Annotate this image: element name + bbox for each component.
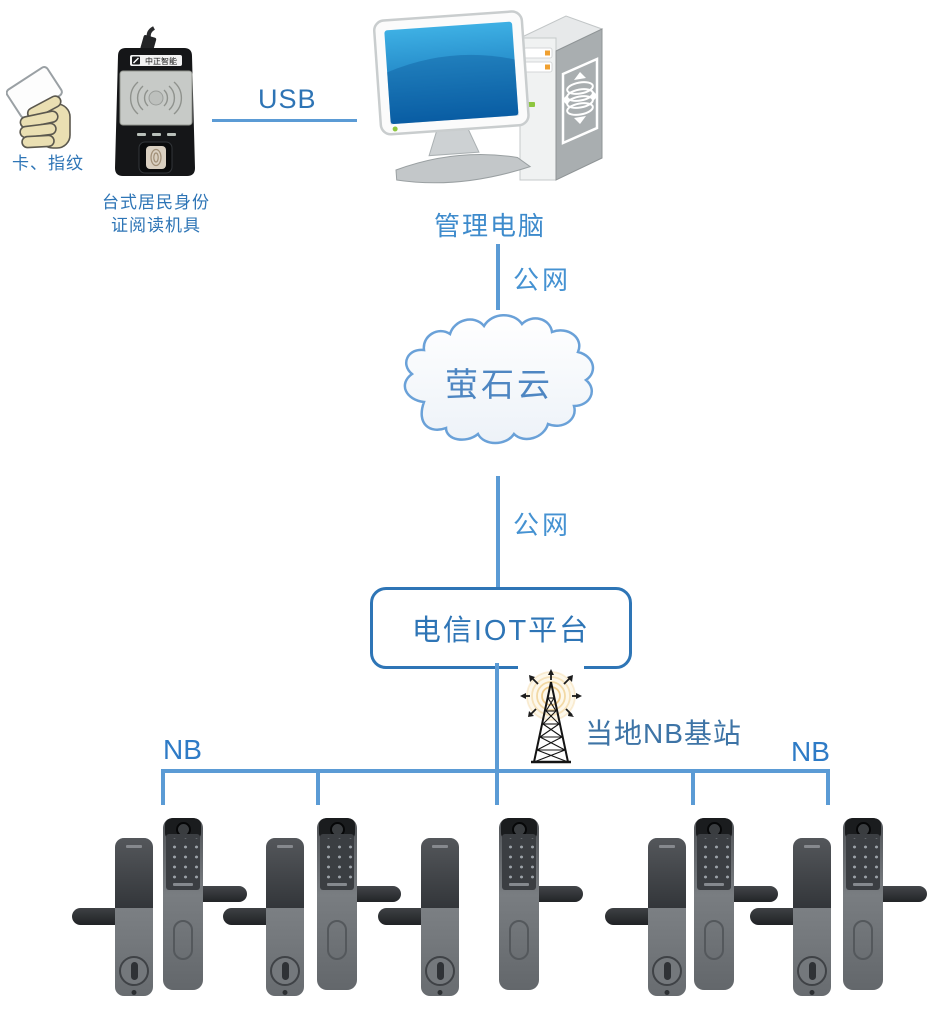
keypad-keys xyxy=(846,838,880,880)
lock-body xyxy=(421,838,459,996)
keypad-keys xyxy=(166,838,200,880)
lock-handle xyxy=(189,886,247,902)
nb-drop-line xyxy=(316,771,320,805)
lock-brand-mark xyxy=(804,845,820,848)
usb-cable-line xyxy=(212,119,357,122)
keypad-keys xyxy=(320,838,354,880)
card-fingerprint-label: 卡、指纹 xyxy=(12,154,84,173)
lock-top-panel xyxy=(648,838,686,908)
nb-drop-line xyxy=(826,771,830,805)
lock-body xyxy=(499,818,539,990)
lock-handle xyxy=(720,886,778,902)
smart-lock-handle-left xyxy=(378,838,459,1000)
keypad-keys xyxy=(697,838,731,880)
smart-lock-handle-left xyxy=(750,838,831,1000)
lock-body xyxy=(115,838,153,996)
lock-brand-mark xyxy=(432,845,448,848)
smart-lock-keypad xyxy=(317,812,401,990)
lock-top-panel xyxy=(793,838,831,908)
lock-handle xyxy=(343,886,401,902)
lock-thumbturn xyxy=(119,956,149,986)
lock-keyhole-dot xyxy=(664,990,670,995)
lock-thumbturn xyxy=(797,956,827,986)
lock-brand-mark xyxy=(853,883,873,886)
lock-top-panel xyxy=(421,838,459,908)
computer-label: 管理电脑 xyxy=(433,211,546,241)
lock-brand-mark xyxy=(173,883,193,886)
iot-platform-box: 电信IOT平台 xyxy=(370,587,632,669)
lock-brand-mark xyxy=(277,845,293,848)
lock-keyhole-dot xyxy=(437,990,443,995)
lock-thumbturn xyxy=(270,956,300,986)
lock-body xyxy=(266,838,304,996)
lock-brand-mark xyxy=(704,883,724,886)
management-computer-icon xyxy=(372,10,604,184)
lock-keyhole-dot xyxy=(131,990,137,995)
lock-body xyxy=(163,818,203,990)
lock-body xyxy=(793,838,831,996)
lock-top-panel xyxy=(115,838,153,908)
lock-keypad-panel xyxy=(166,834,200,890)
iot-platform-label: 电信IOT平台 xyxy=(411,615,591,647)
lock-keypad-panel xyxy=(846,834,880,890)
reader-brand-text: 中正智能 xyxy=(145,56,177,66)
lock-body xyxy=(317,818,357,990)
lock-handle xyxy=(869,886,927,902)
lock-thumbturn xyxy=(425,956,455,986)
nb-drop-line xyxy=(161,771,165,805)
lock-cover-oval xyxy=(704,920,724,960)
lock-body xyxy=(843,818,883,990)
lock-keypad-panel xyxy=(502,834,536,890)
lock-keypad-panel xyxy=(320,834,354,890)
smart-lock-handle-left xyxy=(72,838,153,1000)
cloud-icon xyxy=(403,314,595,445)
nb-drop-line xyxy=(495,771,499,805)
lock-cover-oval xyxy=(853,920,873,960)
smart-lock-keypad xyxy=(694,812,778,990)
usb-label: USB xyxy=(258,84,317,114)
public-net-label-top: 公网 xyxy=(513,265,572,295)
smart-lock-keypad xyxy=(499,812,583,990)
id-reader-label-line2: 证阅读机具 xyxy=(111,216,201,235)
lock-brand-mark xyxy=(659,845,675,848)
lock-cover-oval xyxy=(509,920,529,960)
lock-body xyxy=(648,838,686,996)
nb-label-right: NB xyxy=(791,736,830,767)
lock-cover-oval xyxy=(173,920,193,960)
base-station-label: 当地NB基站 xyxy=(585,718,742,749)
lock-top-panel xyxy=(266,838,304,908)
lock-keyhole-dot xyxy=(809,990,815,995)
smart-lock-keypad xyxy=(843,812,927,990)
nb-base-station-icon xyxy=(518,666,584,770)
public-net-label-bottom: 公网 xyxy=(513,510,572,540)
nb-drop-line xyxy=(691,771,695,805)
lock-body xyxy=(694,818,734,990)
lock-thumbturn xyxy=(652,956,682,986)
id-card-reader-icon: 中正智能 xyxy=(115,26,195,176)
lock-brand-mark xyxy=(509,883,529,886)
lock-handle xyxy=(525,886,583,902)
cloud-label: 萤石云 xyxy=(445,366,553,403)
keypad-keys xyxy=(502,838,536,880)
id-reader-label: 台式居民身份 证阅读机具 xyxy=(92,191,220,237)
lock-keyhole-dot xyxy=(282,990,288,995)
iot-bus-link xyxy=(495,663,499,771)
smart-lock-handle-left xyxy=(605,838,686,1000)
cloud-iot-link xyxy=(496,476,500,588)
lock-keypad-panel xyxy=(697,834,731,890)
id-reader-label-line1: 台式居民身份 xyxy=(102,193,210,212)
lock-brand-mark xyxy=(327,883,347,886)
lock-cover-oval xyxy=(327,920,347,960)
computer-cloud-link xyxy=(496,244,500,310)
nb-label-left: NB xyxy=(163,734,202,765)
smart-lock-handle-left xyxy=(223,838,304,1000)
smart-lock-keypad xyxy=(163,812,247,990)
lock-brand-mark xyxy=(126,845,142,848)
card-hand-icon xyxy=(6,66,71,149)
